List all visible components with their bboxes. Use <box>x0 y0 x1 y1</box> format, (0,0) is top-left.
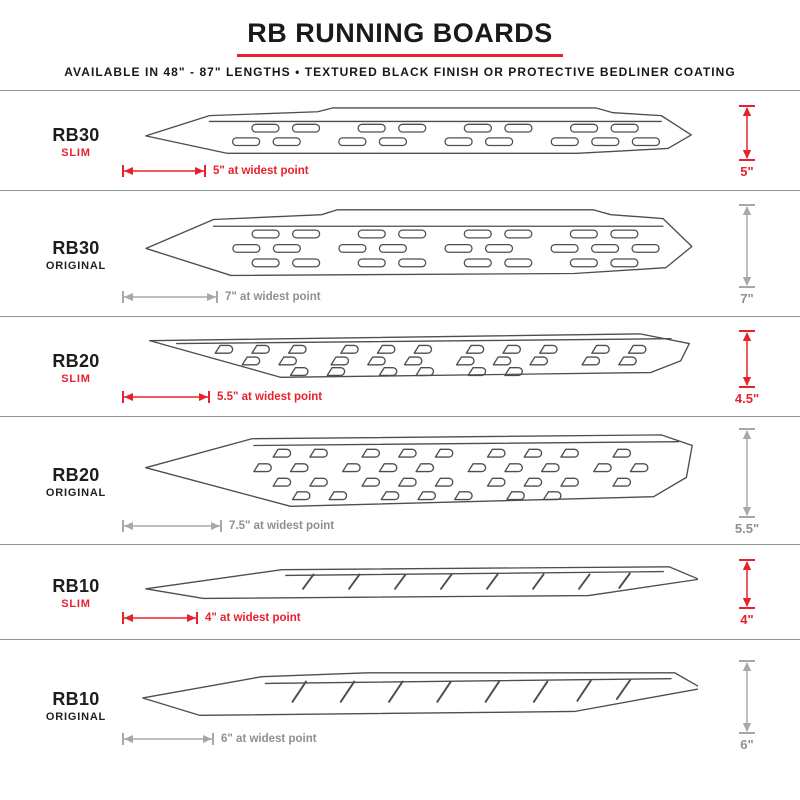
height-note: 5" <box>740 163 754 179</box>
width-note: 7" at widest point <box>225 290 321 303</box>
width-note: 5.5" at widest point <box>217 391 323 403</box>
board-row-rb20-original: RB20 ORIGINAL 7.5" at w <box>0 416 800 544</box>
board-area: 5.5" at widest point <box>120 331 716 404</box>
width-dimension: 5.5" at widest point <box>122 390 322 404</box>
board-row-rb30-slim: RB30 SLIM 5" at widest point <box>0 90 800 190</box>
board-area: 4" at widest point <box>120 562 716 625</box>
width-dimension-arrow <box>122 391 210 403</box>
model-variant: SLIM <box>61 598 91 610</box>
rb10-original-board-drawing <box>142 672 698 717</box>
board-row-rb20-slim: RB20 SLIM 5.5" at widest point <box>0 316 800 416</box>
model-block: RB30 SLIM <box>32 125 120 159</box>
height-dimension: 5.5" <box>720 427 774 536</box>
height-note: 7" <box>740 290 754 306</box>
height-note: 4.5" <box>734 390 760 406</box>
rb30-slim-board-drawing <box>145 107 692 154</box>
rb20-slim-board-drawing <box>148 333 690 379</box>
height-dimension: 7" <box>720 203 774 306</box>
board-area: 6" at widest point <box>120 665 716 746</box>
height-note: 6" <box>740 736 754 752</box>
model-variant: ORIGINAL <box>45 486 107 499</box>
height-dimension-arrow <box>739 329 755 388</box>
page-subtitle: AVAILABLE IN 48" - 87" LENGTHS • TEXTURE… <box>64 65 736 79</box>
height-note: 4" <box>740 612 754 627</box>
rb30-original-board-drawing <box>145 208 693 276</box>
model-name: RB20 <box>52 464 100 485</box>
height-dimension-arrow <box>739 427 755 518</box>
model-variant: SLIM <box>61 146 91 159</box>
height-dimension-arrow <box>739 559 755 609</box>
width-dimension: 5" at widest point <box>122 164 309 178</box>
width-dimension-arrow <box>122 519 222 532</box>
page-title: RB RUNNING BOARDS <box>237 18 563 57</box>
width-note: 5" at widest point <box>213 165 309 177</box>
height-dimension: 6" <box>720 659 774 752</box>
board-area: 7" at widest point <box>120 206 716 304</box>
model-name: RB10 <box>52 688 100 709</box>
rb10-slim-board-drawing <box>145 565 698 599</box>
model-name: RB20 <box>52 350 100 371</box>
width-dimension-arrow <box>122 611 198 624</box>
height-dimension-arrow <box>739 659 755 734</box>
width-dimension: 7" at widest point <box>122 290 321 304</box>
height-dimension: 5" <box>720 104 774 179</box>
board-row-rb10-slim: RB10 SLIM <box>0 544 800 639</box>
board-row-rb10-original: RB10 ORIGINAL <box>0 639 800 769</box>
model-block: RB30 ORIGINAL <box>32 238 120 272</box>
width-dimension-arrow <box>122 733 214 745</box>
model-variant: ORIGINAL <box>45 710 107 723</box>
model-name: RB30 <box>52 124 100 145</box>
height-dimension: 4.5" <box>720 329 774 406</box>
board-row-rb30-original: RB30 ORIGINAL 7" at widest point <box>0 190 800 316</box>
model-block: RB10 SLIM <box>32 576 120 610</box>
page-header: RB RUNNING BOARDS AVAILABLE IN 48" - 87"… <box>0 18 800 79</box>
height-note: 5.5" <box>734 520 760 536</box>
model-block: RB20 SLIM <box>32 351 120 385</box>
height-dimension: 4" <box>720 559 774 627</box>
width-dimension: 7.5" at widest point <box>122 519 334 533</box>
board-comparison-list: RB30 SLIM 5" at widest point <box>0 90 800 769</box>
model-block: RB10 ORIGINAL <box>32 689 120 723</box>
model-variant: SLIM <box>61 372 91 385</box>
height-dimension-arrow <box>739 203 755 288</box>
model-name: RB30 <box>52 237 100 258</box>
rb20-original-board-drawing <box>145 433 693 507</box>
width-note: 7.5" at widest point <box>229 519 335 532</box>
width-dimension-arrow <box>122 165 206 177</box>
height-dimension-arrow <box>739 104 755 161</box>
width-note: 6" at widest point <box>221 733 317 745</box>
width-dimension-arrow <box>122 290 218 303</box>
width-dimension: 6" at widest point <box>122 732 317 746</box>
width-note: 4" at widest point <box>205 611 301 624</box>
board-area: 7.5" at widest point <box>120 431 716 533</box>
model-name: RB10 <box>52 576 100 596</box>
board-area: 5" at widest point <box>120 105 716 178</box>
width-dimension: 4" at widest point <box>122 611 301 625</box>
model-variant: ORIGINAL <box>45 259 107 272</box>
model-block: RB20 ORIGINAL <box>32 465 120 499</box>
